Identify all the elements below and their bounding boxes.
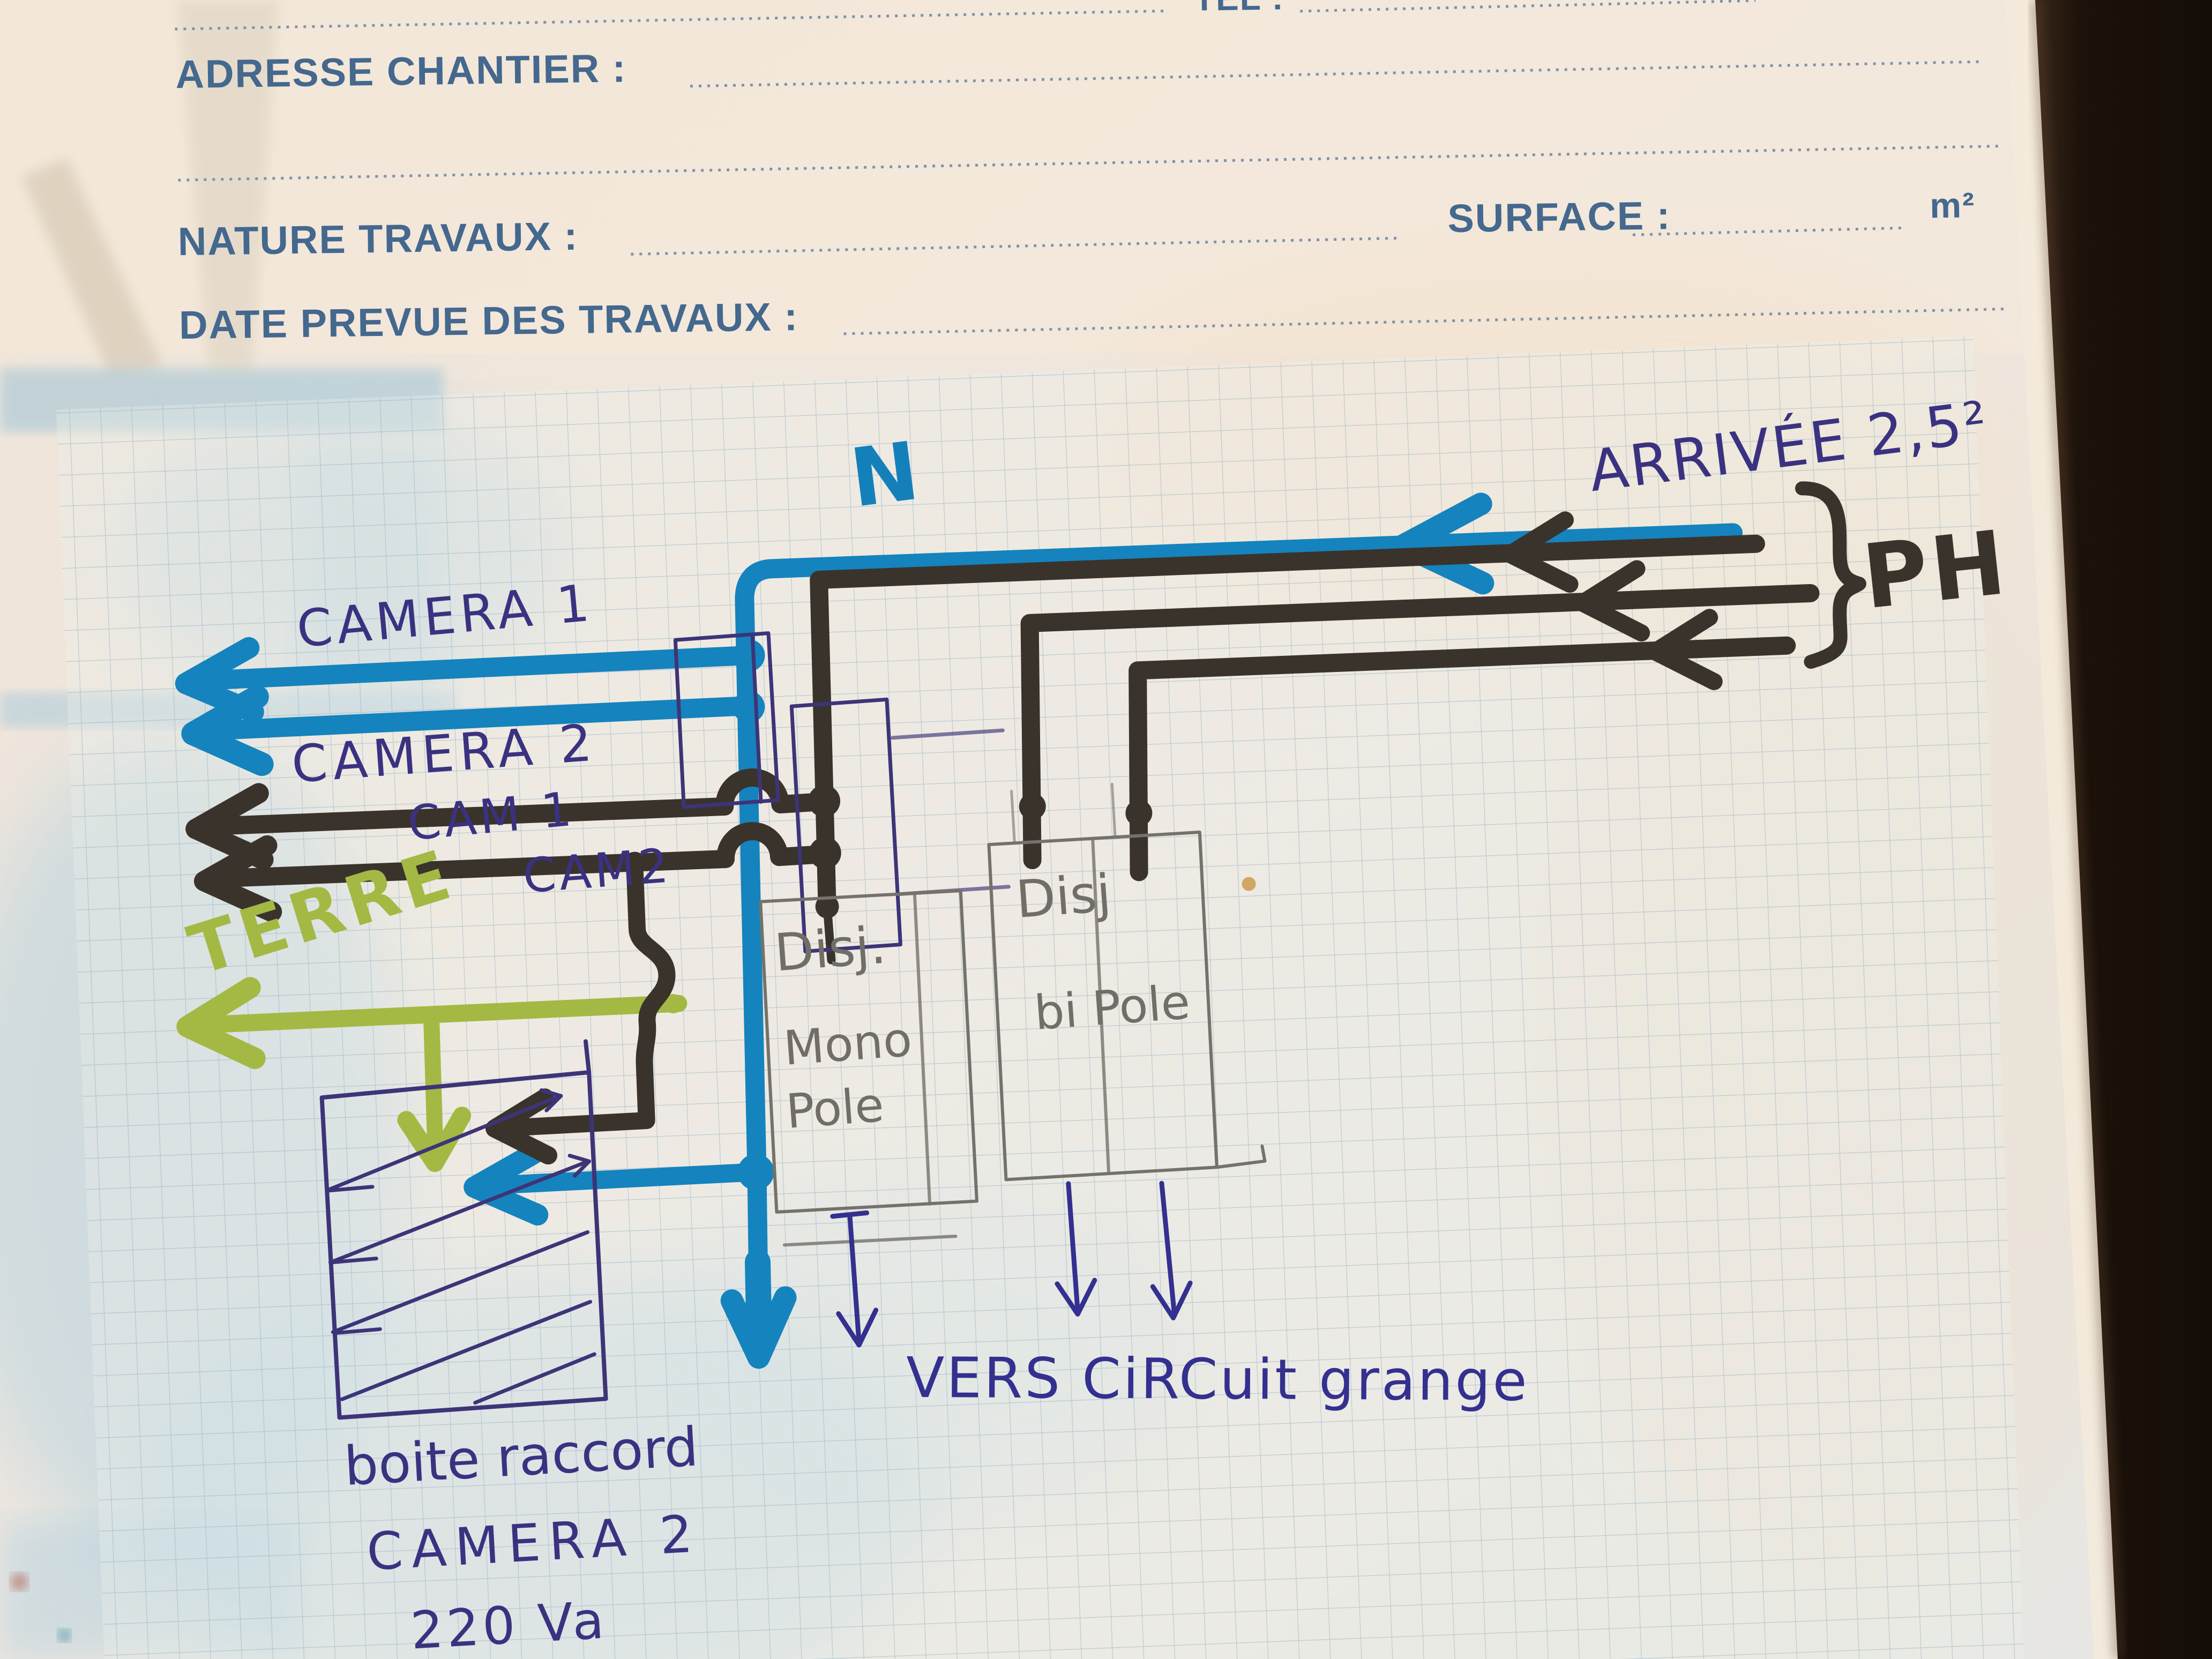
breaker-monopole-labels: Disj. Mono Pole: [773, 915, 914, 1139]
terminal-block-1: [673, 631, 780, 809]
graph-grid: [56, 335, 2025, 1659]
breaker-bipole-box: [987, 782, 1267, 1182]
breaker-output-arrows: [830, 1180, 1193, 1348]
phase-wire-3-black: [1125, 609, 1796, 881]
breaker1-line1: Disj.: [773, 915, 888, 983]
dark-table-band: [2035, 0, 2212, 1659]
photo-dark-edges: [11, 0, 2212, 1659]
crane-tower-watermark: [177, 0, 279, 370]
bipole-output-arrow-2: [1150, 1180, 1193, 1321]
breaker-bipole-labels: Disj bi Pole: [1014, 863, 1192, 1041]
photo-debris-teal: [58, 1629, 71, 1642]
crane-arm-watermark: [21, 158, 163, 375]
vers-circuit-label: VERS CiRCuit grange: [906, 1345, 1529, 1414]
paper-speck: [1242, 877, 1256, 891]
phase-wire-2-black: [1019, 560, 1820, 870]
address-fill-line-2[interactable]: [178, 145, 1999, 182]
date-fill-line[interactable]: [843, 308, 2007, 335]
ph-label: PH: [1858, 511, 2013, 629]
cam2-wire-black: [193, 822, 834, 922]
junction-box-hatched: [319, 1039, 608, 1420]
form-header: TEL : ADRESSE CHANTIER : NATURE TRAVAUX …: [175, 0, 2007, 347]
breaker2-line2: bi Pole: [1033, 974, 1192, 1041]
breaker1-line3: Pole: [784, 1077, 885, 1139]
graph-paper-sheet: N ARRIVÉE 2,5² PH CAMERA 1 CAMERA 2 CAM …: [56, 335, 2025, 1659]
dotted-line-top-left: [175, 9, 1167, 31]
phase-brace: [1795, 481, 1866, 669]
breaker-monopole-box: [759, 889, 978, 1247]
bipole-output-arrow-1: [1055, 1181, 1097, 1317]
north-label: N: [846, 425, 924, 526]
breaker2-line1: Disj: [1014, 863, 1113, 930]
tel-label: TEL :: [1193, 0, 1284, 18]
earth-wire-green: [176, 977, 687, 1172]
address-label: ADRESSE CHANTIER :: [175, 46, 627, 96]
dotted-line-tel: [1300, 0, 1756, 13]
date-label: DATE PREVUE DES TRAVAUX :: [179, 294, 799, 347]
cam2-label: CAM2: [521, 838, 673, 903]
address-fill-line[interactable]: [690, 60, 1982, 88]
photo-debris-red: [11, 1573, 28, 1590]
junction-caption-line3: 220 Va: [409, 1590, 608, 1659]
monopole-output-arrow: [830, 1210, 879, 1348]
nature-label: NATURE TRAVAUX :: [177, 214, 578, 264]
surface-label: SURFACE :: [1447, 193, 1671, 241]
breaker1-line2: Mono: [782, 1012, 914, 1076]
surface-unit: m²: [1930, 185, 1976, 225]
